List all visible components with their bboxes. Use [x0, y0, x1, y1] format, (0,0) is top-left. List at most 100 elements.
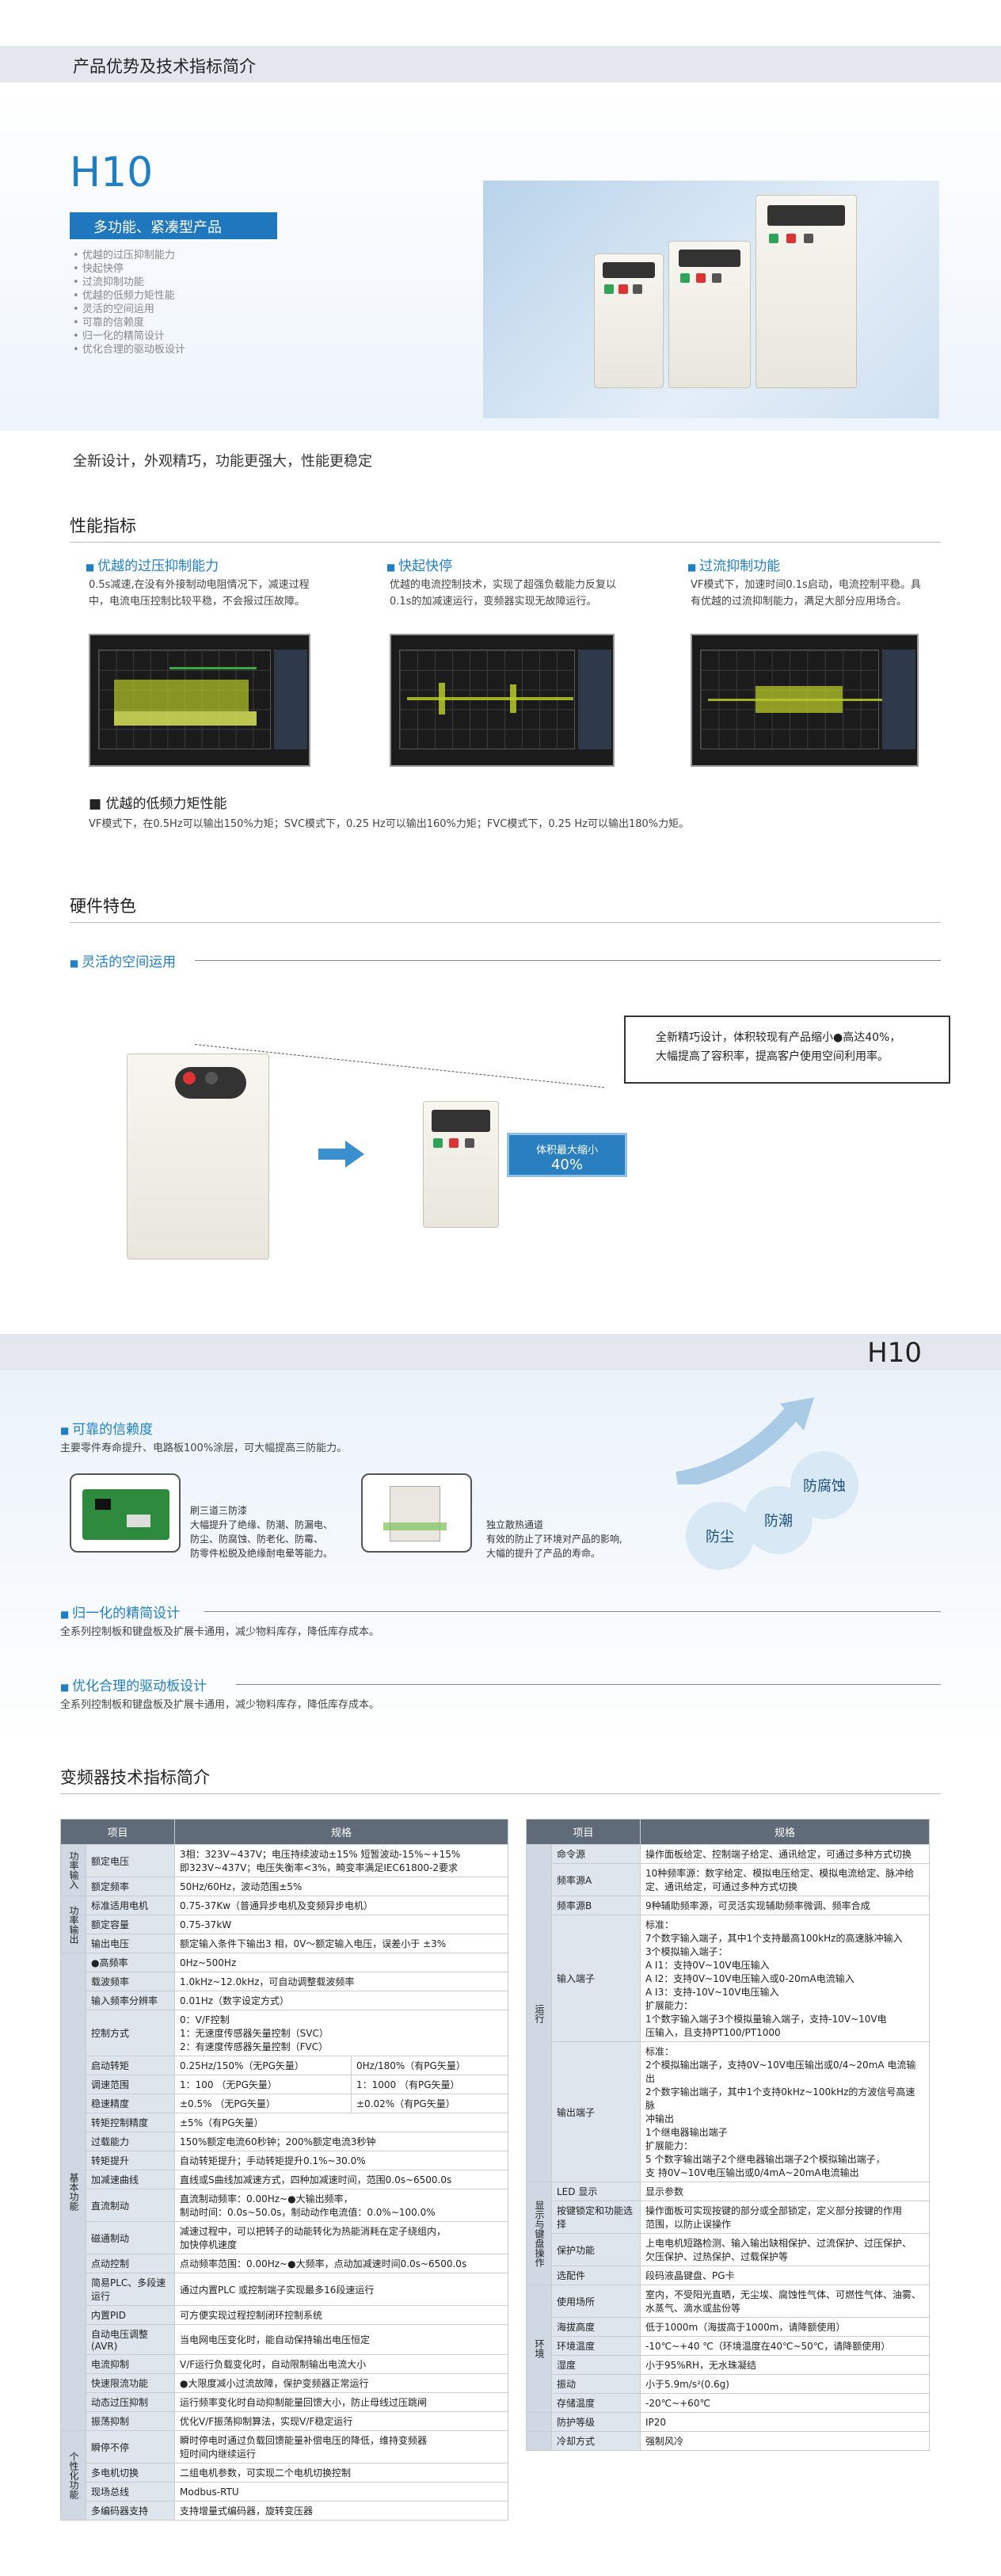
- spec-key-cell: 保护功能: [551, 2233, 641, 2266]
- spec-value-cell: 直流制动频率：0.00Hz~●大输出频率， 制动时间：0.0s~50.0s，制动…: [174, 2189, 508, 2222]
- spec-key-cell: ●高频率: [86, 1953, 175, 1972]
- callout-line: 全新精巧设计，体积较现有产品缩小●高达40%，: [656, 1031, 901, 1044]
- feature-item: 优化合理的驱动板设计: [73, 343, 185, 356]
- spec-value-cell: 0Hz/180%（有PG矢量）: [351, 2056, 508, 2075]
- spec-key-cell: 输出电压: [86, 1934, 175, 1953]
- page2-model: H10: [867, 1337, 922, 1369]
- inverter-small-image: [423, 1101, 499, 1228]
- spec-key-cell: 使用场所: [551, 2284, 641, 2318]
- category-cell: 功率输入: [60, 1844, 86, 1896]
- spec-value-cell: IP20: [640, 2412, 930, 2432]
- oscilloscope-screenshot: [691, 634, 919, 767]
- spec-key-cell: 瞬停不停: [86, 2430, 175, 2464]
- reliability-text: 主要零件寿命提升、电路板100%涂层，可大幅提高三防能力。: [60, 1442, 348, 1454]
- spec-value-cell: 0.75-37Kw（普通异步电机及变频异步电机）: [174, 1896, 508, 1915]
- spec-value-cell: 0.25Hz/150%（无PG矢量）: [174, 2056, 352, 2075]
- spec-value-cell: 点动频率范围：0.00Hz~●大频率，点动加减速时间0.0s~6500.0s: [174, 2254, 508, 2273]
- driver-label: 优化合理的驱动板设计: [60, 1675, 207, 1694]
- space-callout: 全新精巧设计，体积较现有产品缩小●高达40%， 大幅提高了容积率，提高客户使用空…: [624, 1016, 950, 1084]
- table-row: 输出端子标准： 2个模拟输出端子，支持0V~10V电压输出或0/4~20mA 电…: [527, 2041, 930, 2182]
- table-row: 环境使用场所室内，不受阳光直晒，无尘埃、腐蚀性气体、可燃性气体、油雾、 水蒸气、…: [526, 2284, 930, 2413]
- table-row: 存储温度-20℃~+60℃: [527, 2393, 930, 2413]
- divider: [70, 542, 941, 543]
- feature-item: 快起快停: [73, 262, 185, 276]
- inverter-large-image: [127, 1054, 269, 1259]
- table-row: 运行命令源操作面板给定、控制端子给定、通讯给定，可通过多种方式切换: [526, 1844, 930, 2182]
- spec-value-cell: 1：100 （无PG矢量）: [174, 2075, 352, 2094]
- spec-value-cell: 操作面板可实现按键的部分或全部锁定，定义部分按键的作用 范围，以防止误操作: [640, 2201, 930, 2234]
- table-row: 动态过压抑制运行频率变化时自动抑制能量回馈大小，防止母线过压跳闸: [61, 2392, 508, 2412]
- divider: [236, 1684, 941, 1685]
- feature-item: 可靠的信赖度: [73, 316, 185, 330]
- table-row: 简易PLC、多段速运行通过内置PLC 或控制端子实现最多16段速运行: [61, 2273, 508, 2306]
- spec-key-cell: 转矩控制精度: [86, 2113, 175, 2132]
- lowfreq-label: ■ 优越的低频力矩性能: [89, 796, 227, 812]
- specs-title: 变频器技术指标简介: [60, 1768, 210, 1787]
- perf-item-text: 优越的电流控制技术，实现了超强负载能力反复以0.1s的加减速运行，变频器实现无故…: [390, 579, 617, 608]
- table-row: 海拔高度低于1000m（海拔高于1000m，请降额使用）: [527, 2317, 930, 2337]
- unified-label: 归一化的精简设计: [60, 1602, 180, 1621]
- table-row: 自动电压调整(AVR)当电网电压变化时，能自动保持输出电压恒定: [61, 2324, 508, 2355]
- spec-key-cell: 输入端子: [551, 1915, 641, 2042]
- table-head-item: 项目: [60, 1819, 175, 1845]
- category-cell: 环境: [526, 2284, 552, 2413]
- spec-key-cell: 湿度: [551, 2355, 641, 2375]
- spec-key-cell: 存储温度: [551, 2393, 641, 2413]
- spec-key-cell: 点动控制: [86, 2254, 175, 2273]
- dustproof-circle: 防尘: [686, 1502, 754, 1570]
- spec-key-cell: 多编码器支持: [86, 2501, 175, 2521]
- spec-value-cell: 减速过程中，可以把转子的动能转化为热能消耗在定子绕组内， 加快停机速度: [174, 2221, 508, 2254]
- coat-description: 刷三道三防漆 大幅提升了绝缘、防潮、防漏电、 防尘、防腐蚀、防老化、防霉、 防零…: [190, 1503, 348, 1560]
- table-row: 多电机切换二组电机参数，可实现二个电机切换控制: [61, 2463, 508, 2483]
- spec-value-cell: 0.75-37kW: [174, 1915, 508, 1934]
- page2-header-bar: H10: [0, 1334, 1001, 1370]
- table-row: 磁通制动减速过程中，可以把转子的动能转化为热能消耗在定子绕组内， 加快停机速度: [61, 2221, 508, 2254]
- spec-key-cell: 加减速曲线: [86, 2170, 175, 2189]
- spec-value-cell: 标准： 2个模拟输出端子，支持0V~10V电压输出或0/4~20mA 电流输出 …: [640, 2041, 930, 2182]
- spec-value-cell: -20℃~+60℃: [640, 2393, 930, 2413]
- spec-value-cell: 瞬时停电时通过负载回馈能量补偿电压的降低，维持变频器 短时间内继续运行: [174, 2430, 508, 2464]
- lowfreq-text: VF模式下，在0.5Hz可以输出150%力矩；SVC模式下，0.25 Hz可以输…: [89, 818, 690, 830]
- spec-key-cell: 海拔高度: [551, 2317, 641, 2337]
- feature-list: 优越的过压抑制能力 快起快停 过流抑制功能 优越的低频力矩性能 灵活的空间运用 …: [73, 249, 185, 356]
- tag-line: 体积最大缩小: [535, 1145, 598, 1157]
- spec-key-cell: 冷却方式: [551, 2431, 641, 2451]
- spec-value-cell: 运行频率变化时自动抑制能量回馈大小，防止母线过压跳闸: [174, 2392, 508, 2412]
- spec-value-cell: 操作面板给定、控制端子给定、通讯给定，可通过多种方式切换: [640, 1844, 930, 1864]
- spec-value-cell: 小于5.9m/s²(0.6g): [640, 2374, 930, 2394]
- spec-key-cell: 调速范围: [86, 2075, 175, 2094]
- spec-table-right: 项目规格 运行命令源操作面板给定、控制端子给定、通讯给定，可通过多种方式切换频率…: [526, 1819, 930, 2451]
- spec-key-cell: 频率源A: [551, 1863, 641, 1896]
- spec-value-cell: 支持增量式编码器，旋转变压器: [174, 2501, 508, 2521]
- tag-percent: 40%: [550, 1157, 583, 1173]
- coat-line: 大幅提升了绝缘、防潮、防漏电、: [190, 1519, 333, 1530]
- table-row: 输入端子标准： 7个数字输入端子，其中1个支持最高100kHz的高速脉冲输入 3…: [527, 1915, 930, 2042]
- spec-value-cell: V/F运行负载变化时，自动限制输出电流大小: [174, 2354, 508, 2374]
- spec-value-cell: 小于95%RH，无水珠凝结: [640, 2355, 930, 2375]
- spec-value-cell: 当电网电压变化时，能自动保持输出电压恒定: [174, 2324, 508, 2355]
- curved-arrow-icon: [673, 1397, 816, 1489]
- spec-key-cell: 环境温度: [551, 2336, 641, 2356]
- spec-key-cell: 控制方式: [86, 2010, 175, 2056]
- feature-item: 归一化的精简设计: [73, 330, 185, 343]
- category-cell: 功率输出: [60, 1896, 86, 1953]
- category-cell: 显示与键盘操作: [526, 2182, 552, 2285]
- spec-value-cell: 通过内置PLC 或控制端子实现最多16段速运行: [174, 2273, 508, 2306]
- table-row: 直流制动直流制动频率：0.00Hz~●大输出频率， 制动时间：0.0s~50.0…: [61, 2189, 508, 2222]
- spec-key-cell: LED 显示: [551, 2182, 641, 2201]
- spec-value-cell: 自动转矩提升；手动转矩提升0.1%~30.0%: [174, 2151, 508, 2170]
- table-row: 快速限流功能●大限度减小过流故障，保护变频器正常运行: [61, 2373, 508, 2393]
- divider: [70, 922, 941, 923]
- coat-line: 防尘、防腐蚀、防老化、防霉、: [190, 1534, 324, 1545]
- spec-key-cell: 额定容量: [86, 1915, 175, 1934]
